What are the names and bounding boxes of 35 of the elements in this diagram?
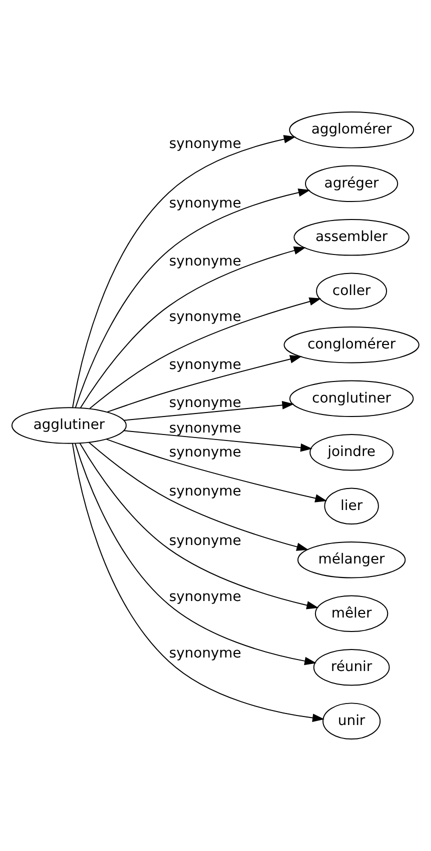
- arrow: [72, 442, 324, 722]
- node-ellipse: agglomérer: [289, 111, 414, 148]
- edge-label: synonyme: [169, 483, 242, 500]
- arrow: [123, 430, 313, 452]
- arrow: [74, 443, 317, 666]
- edge-label: synonyme: [169, 196, 242, 212]
- edge-label: synonyme: [169, 394, 242, 411]
- edge-label: synonyme: [169, 309, 242, 326]
- arrow: [106, 438, 328, 502]
- node-ellipse: agréger: [304, 165, 398, 202]
- arrow: [79, 442, 319, 610]
- arrow: [80, 246, 306, 408]
- arrow: [88, 442, 309, 551]
- node-ellipse: conglutiner: [289, 380, 414, 418]
- node-ellipse: réunir: [313, 648, 390, 686]
- node-ellipse: mêler: [314, 595, 388, 632]
- arrow: [106, 355, 302, 412]
- node-ellipse: agglutiner: [11, 407, 127, 444]
- arrow: [72, 135, 296, 408]
- node-ellipse: lier: [324, 488, 379, 525]
- arrow: [75, 188, 310, 408]
- arrow: [89, 297, 322, 410]
- node-ellipse: joindre: [310, 434, 394, 471]
- arrow: [123, 401, 294, 421]
- edge-label: synonyme: [169, 646, 242, 662]
- edge-label: synonyme: [169, 444, 242, 461]
- node-ellipse: coller: [316, 272, 388, 310]
- edge-label: synonyme: [169, 533, 242, 550]
- edge-label: synonyme: [169, 356, 242, 373]
- edge-label: synonyme: [169, 136, 242, 152]
- node-ellipse: mélanger: [297, 541, 406, 578]
- edge-label: synonyme: [169, 253, 242, 270]
- edge-label: synonyme: [169, 588, 242, 605]
- node-ellipse: unir: [322, 702, 381, 740]
- edge-label: synonyme: [169, 420, 242, 437]
